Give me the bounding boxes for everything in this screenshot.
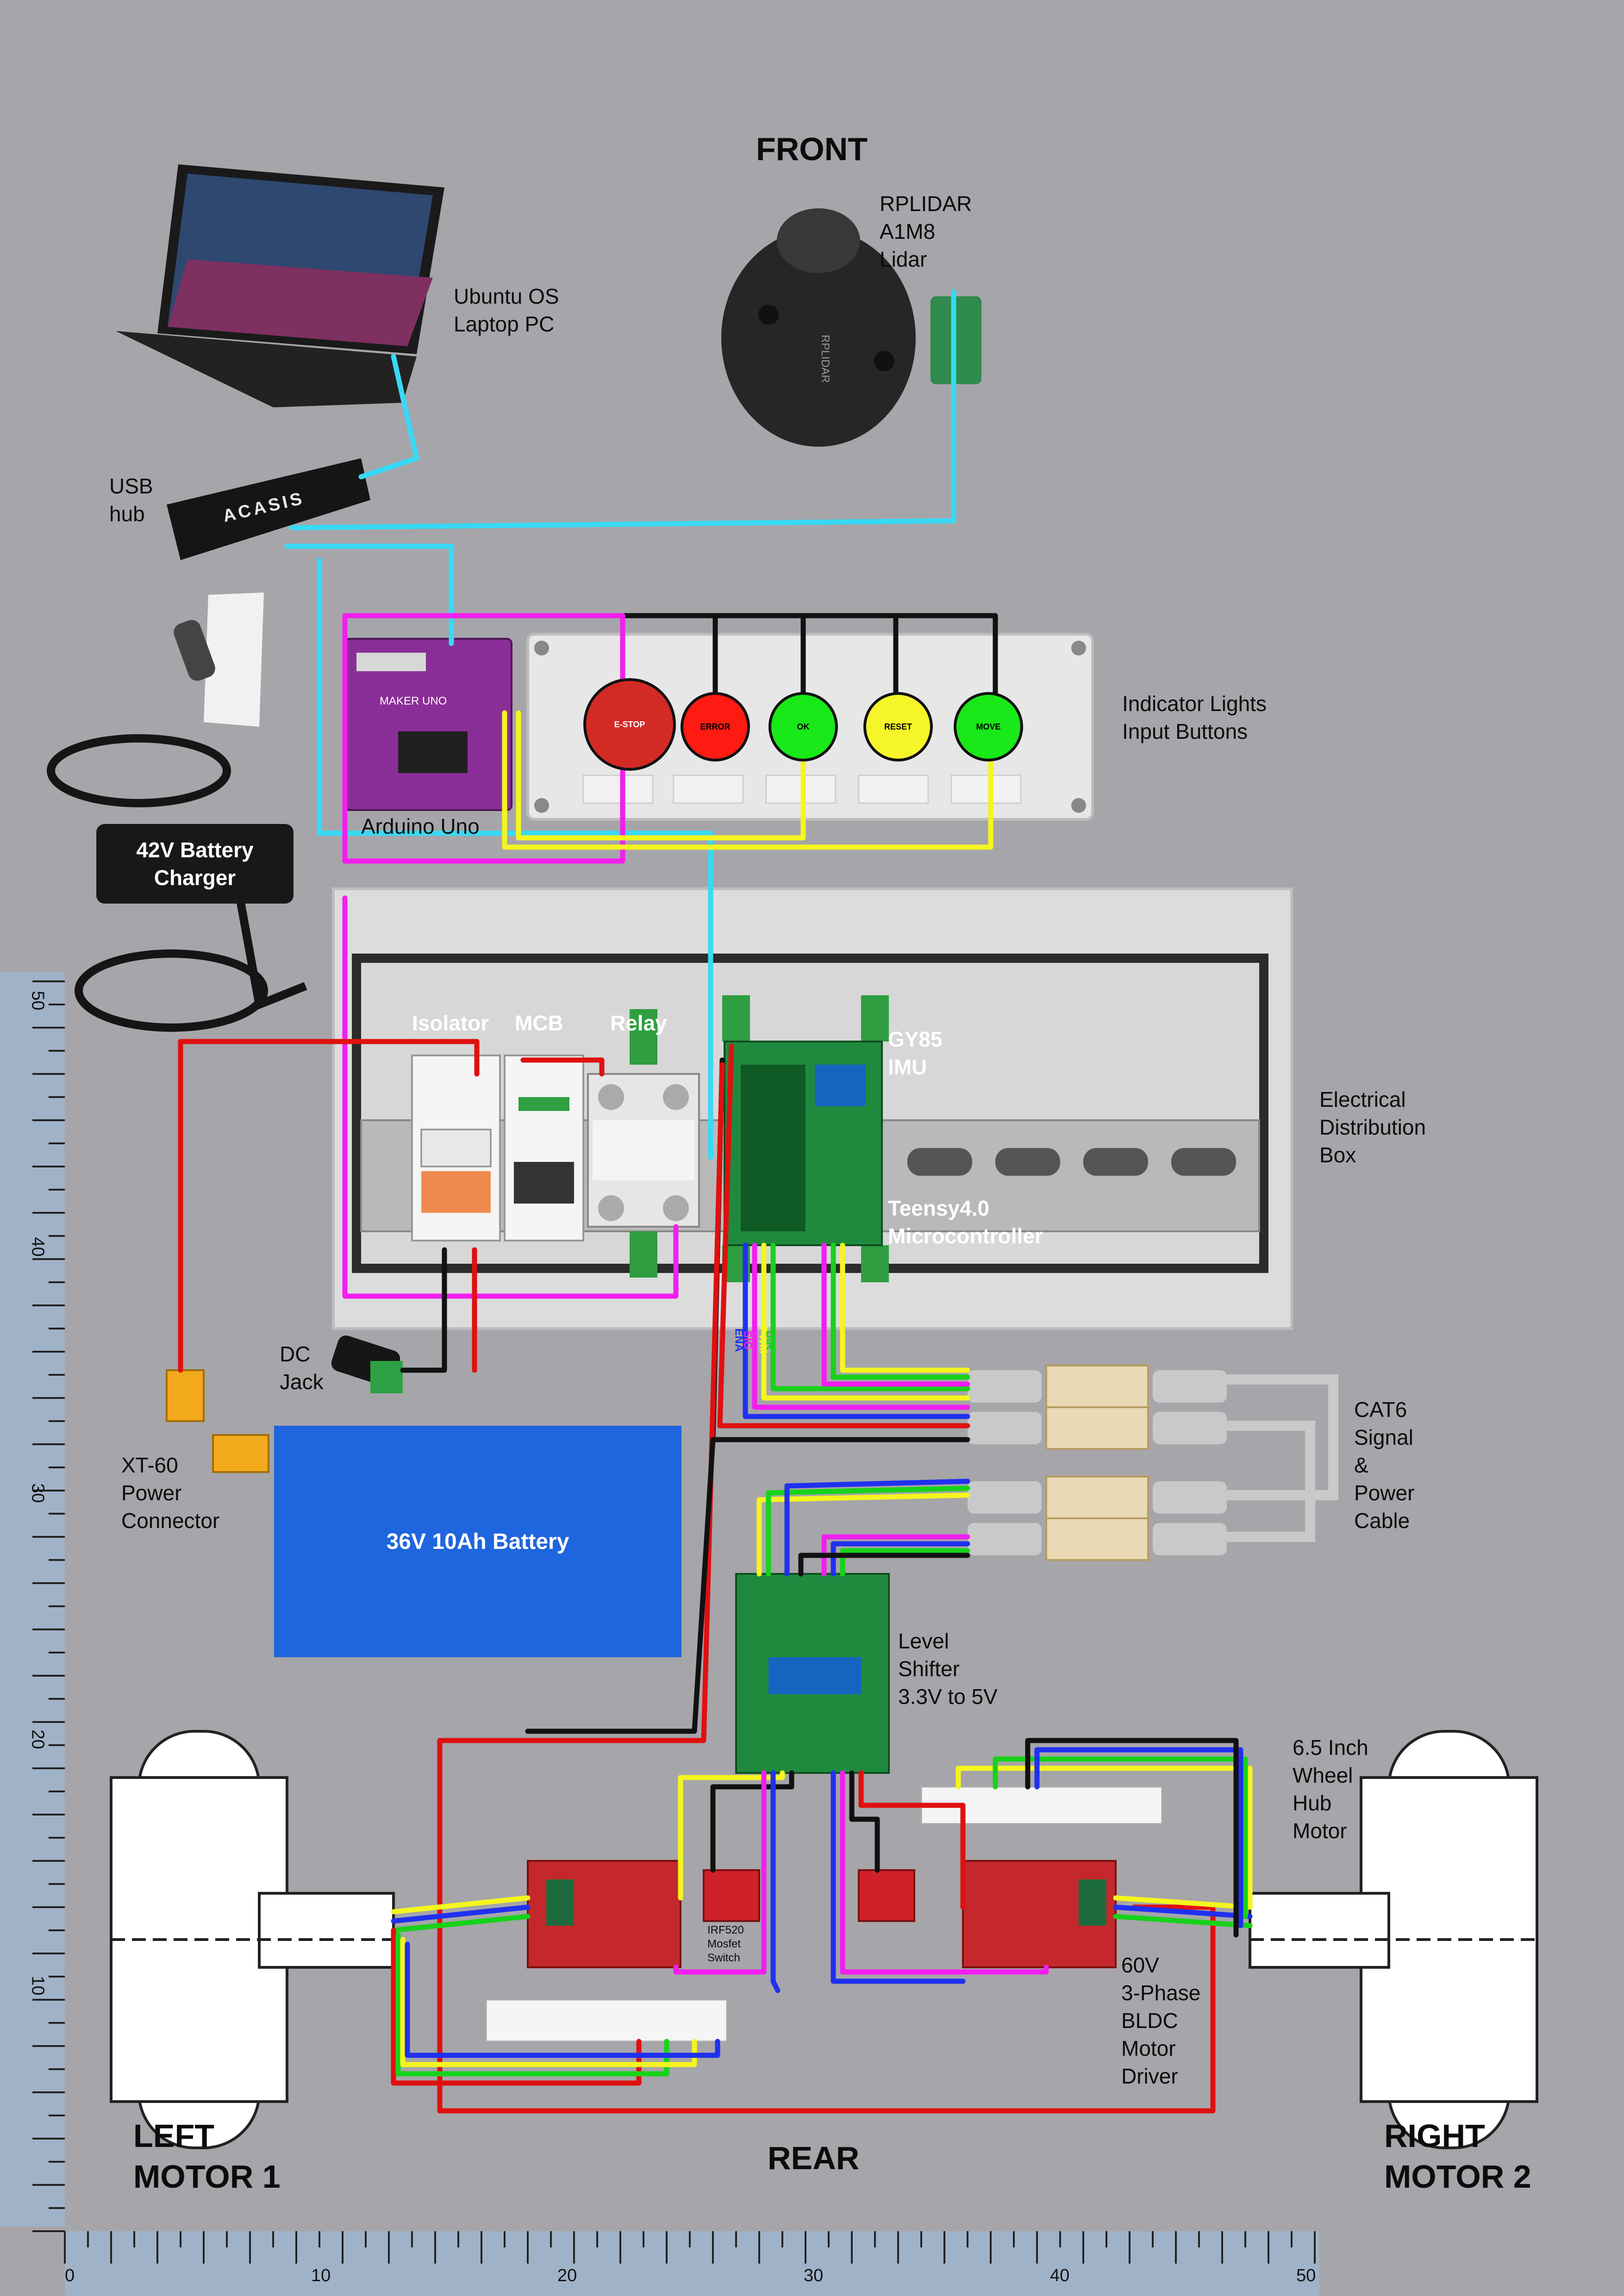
lidar-sensor [721,208,981,447]
lidar-body-text: RPLIDAR [819,334,832,383]
button-reset[interactable]: RESET [863,692,933,761]
indicator-label: Indicator Lights Input Buttons [1122,692,1267,743]
cat6-couplers [968,1365,1338,1561]
dc-jack [331,1335,403,1393]
ruler-v-number: 20 [28,1729,48,1749]
arduino-board [344,638,512,811]
mosfet-label: IRF520 Mosfet Switch [707,1924,744,1964]
usb-hub [167,458,370,560]
laptop-label: Ubuntu OS Laptop PC [454,284,559,336]
cat6-label: CAT6 Signal & Power Cable [1354,1398,1415,1533]
charger-cable [47,593,307,1032]
left-hub-motor [110,1730,395,2149]
signal-label-dir: DIR [763,1330,776,1350]
ruler-h-number: 20 [557,2266,577,2285]
arduino-label: Arduino Uno [361,814,480,838]
wheel-label: 6.5 Inch Wheel Hub Motor [1293,1735,1368,1843]
mcb-breaker [504,1054,584,1242]
teensy-label: Teensy4.0 Microcontroller [888,1196,1043,1248]
isolator-label: Isolator [412,1011,489,1035]
ruler-h-number: 0 [65,2266,75,2285]
left-motor-label: LEFT MOTOR 1 [133,2118,281,2195]
mcb-label: MCB [515,1011,563,1035]
charger-label: 42V Battery Charger [96,824,294,904]
arduino-board-text: MAKER UNO [380,695,447,707]
button-ok[interactable]: OK [768,692,838,761]
battery: 36V 10Ah Battery [274,1426,681,1657]
button-move[interactable]: MOVE [954,692,1023,761]
horizontal-ruler [64,2231,1319,2296]
ruler-v-number: 40 [28,1237,48,1257]
right-motor-label: RIGHT MOTOR 2 [1384,2118,1531,2195]
xt60-label: XT-60 Power Connector [121,1453,220,1533]
mosfet-switches [703,1869,915,1922]
dc-jack-label: DC Jack [280,1342,324,1394]
ruler-h-number: 40 [1050,2266,1070,2285]
lidar-label: RPLIDAR A1M8 Lidar [880,192,972,271]
right-hub-motor [1249,1730,1538,2149]
button-error[interactable]: ERROR [681,692,750,761]
signal-label-sig: SIG [741,1330,754,1350]
ruler-v-number: 30 [28,1483,48,1503]
rear-label: REAR [768,2140,860,2176]
level-shifter-board [735,1573,890,1774]
front-label: FRONT [756,131,868,167]
ruler-v-number: 10 [28,1976,48,1996]
level-shifter-label: Level Shifter 3.3V to 5V [898,1629,998,1709]
ruler-h-number: 30 [804,2266,824,2285]
usb-hub-label: USB hub [109,474,153,526]
vertical-ruler [0,972,65,2232]
ruler-v-number: 50 [28,991,48,1011]
button-e-stop[interactable]: E-STOP [583,678,676,771]
ruler-h-number: 50 [1296,2266,1316,2285]
driver-label: 60V 3-Phase BLDC Motor Driver [1121,1953,1201,2088]
motor-drivers [527,1860,1117,1968]
ruler-h-number: 10 [311,2266,331,2285]
distribution-box-label: Electrical Distribution Box [1319,1087,1426,1167]
solid-state-relay [587,1009,700,1278]
imu-label: GY85 IMU [888,1027,943,1079]
relay-label: Relay [610,1011,667,1035]
laptop-pc [116,164,444,407]
isolator-switch [411,1054,501,1242]
xt60-connectors [166,1369,269,1473]
